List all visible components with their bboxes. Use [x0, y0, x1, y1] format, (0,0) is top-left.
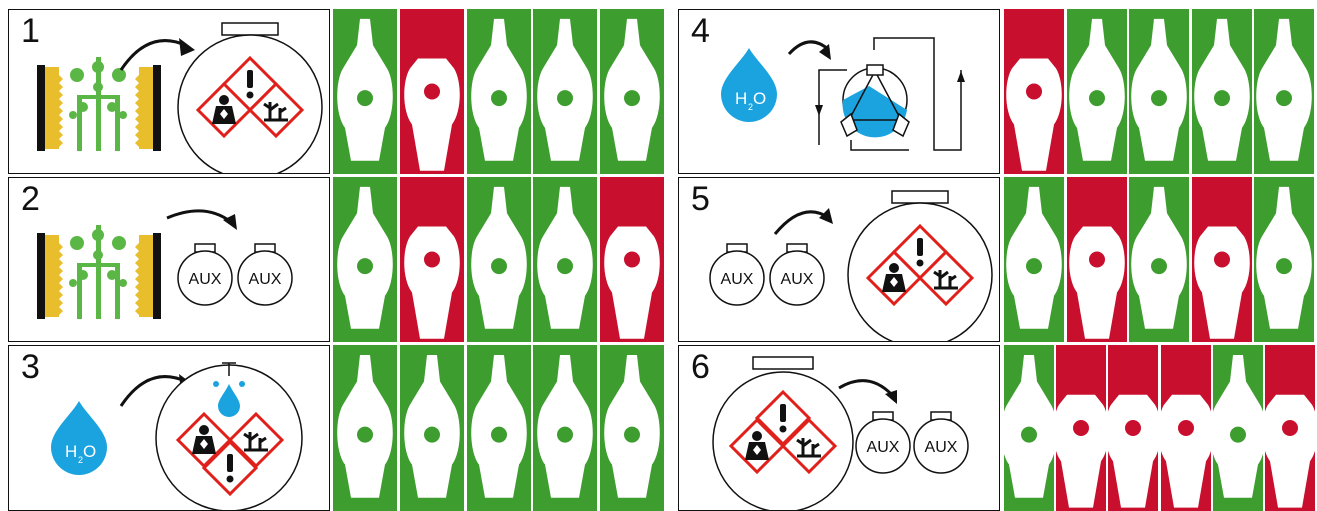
valve-open	[600, 345, 665, 511]
aux-tank-icon: AUX	[709, 243, 765, 306]
step-number: 2	[21, 180, 40, 218]
valve-closed	[1160, 345, 1211, 511]
aux-tank-icon: AUX	[177, 243, 233, 306]
valve-closed	[1264, 345, 1315, 511]
valve-open	[533, 345, 598, 511]
valve-open	[333, 9, 397, 174]
valve-closed	[1004, 9, 1064, 174]
valve-closed	[1108, 345, 1159, 511]
step-2-panel: 2 AUX AUX	[8, 177, 330, 342]
valve-open	[600, 9, 665, 174]
svg-text:AUX: AUX	[925, 439, 958, 456]
valve-open	[399, 345, 464, 511]
valve-open	[1004, 345, 1054, 511]
step-3-scene	[51, 362, 303, 510]
valve-open	[466, 9, 531, 174]
valve-open	[1129, 9, 1190, 174]
valve-closed	[399, 177, 464, 342]
arrow-icon	[119, 375, 188, 407]
svg-text:AUX: AUX	[867, 439, 900, 456]
vine-sprayer-icon	[37, 57, 161, 151]
step-3-panel: 3	[8, 345, 330, 511]
valve-open	[1129, 177, 1190, 342]
valve-open	[1066, 9, 1127, 174]
step-number: 1	[21, 12, 40, 50]
rinse-tank-icon	[155, 362, 303, 510]
step-number: 6	[691, 348, 710, 386]
valve-open	[533, 177, 598, 342]
aux-tank-icon: AUX	[913, 411, 969, 474]
vine-sprayer-icon	[37, 225, 161, 319]
chemical-tank-icon	[178, 23, 322, 173]
valve-closed	[1056, 345, 1107, 511]
valve-open	[1254, 9, 1315, 174]
svg-text:AUX: AUX	[721, 271, 754, 288]
step-2-scene: AUX AUX	[37, 209, 293, 319]
step-6-panel: 6 AUX AUX	[678, 345, 1000, 511]
svg-text:AUX: AUX	[189, 271, 222, 288]
step-number: 5	[691, 180, 710, 218]
valve-open	[1254, 177, 1315, 342]
valve-closed	[1066, 177, 1127, 342]
valve-closed	[399, 9, 464, 174]
aux-tank-icon: AUX	[769, 243, 825, 306]
arrow-icon	[838, 379, 895, 398]
step-4-scene	[721, 37, 965, 151]
valve-open	[466, 345, 531, 511]
svg-text:AUX: AUX	[249, 271, 282, 288]
chemical-tank-icon	[848, 191, 992, 341]
step-1-scene	[37, 10, 329, 173]
valve-closed	[1191, 177, 1252, 342]
step-6-scene: AUX AUX	[712, 356, 969, 510]
valve-open	[1212, 345, 1263, 511]
step-number: 3	[21, 348, 40, 386]
step-5-scene: AUX AUX	[709, 178, 999, 341]
arrow-icon	[166, 209, 232, 224]
step-4-panel: 4	[678, 9, 1000, 174]
step-1-panel: 1	[8, 9, 330, 174]
valve-open	[1004, 177, 1064, 342]
valve-open	[533, 9, 598, 174]
arrow-icon	[119, 39, 188, 71]
water-drop-icon	[51, 401, 107, 475]
valve-closed	[600, 177, 665, 342]
svg-text:AUX: AUX	[781, 271, 814, 288]
pump-circuit-icon	[815, 37, 965, 151]
valve-open	[333, 345, 397, 511]
valve-open	[466, 177, 531, 342]
arrow-icon	[773, 210, 830, 235]
aux-tank-icon: AUX	[855, 411, 911, 474]
chemical-tank-icon	[712, 356, 854, 510]
step-5-panel: 5 AUX AUX	[678, 177, 1000, 342]
valve-open	[1191, 9, 1252, 174]
valve-open	[333, 177, 397, 342]
aux-tank-icon: AUX	[237, 243, 293, 306]
step-number: 4	[691, 12, 710, 50]
water-drop-icon	[721, 48, 777, 122]
